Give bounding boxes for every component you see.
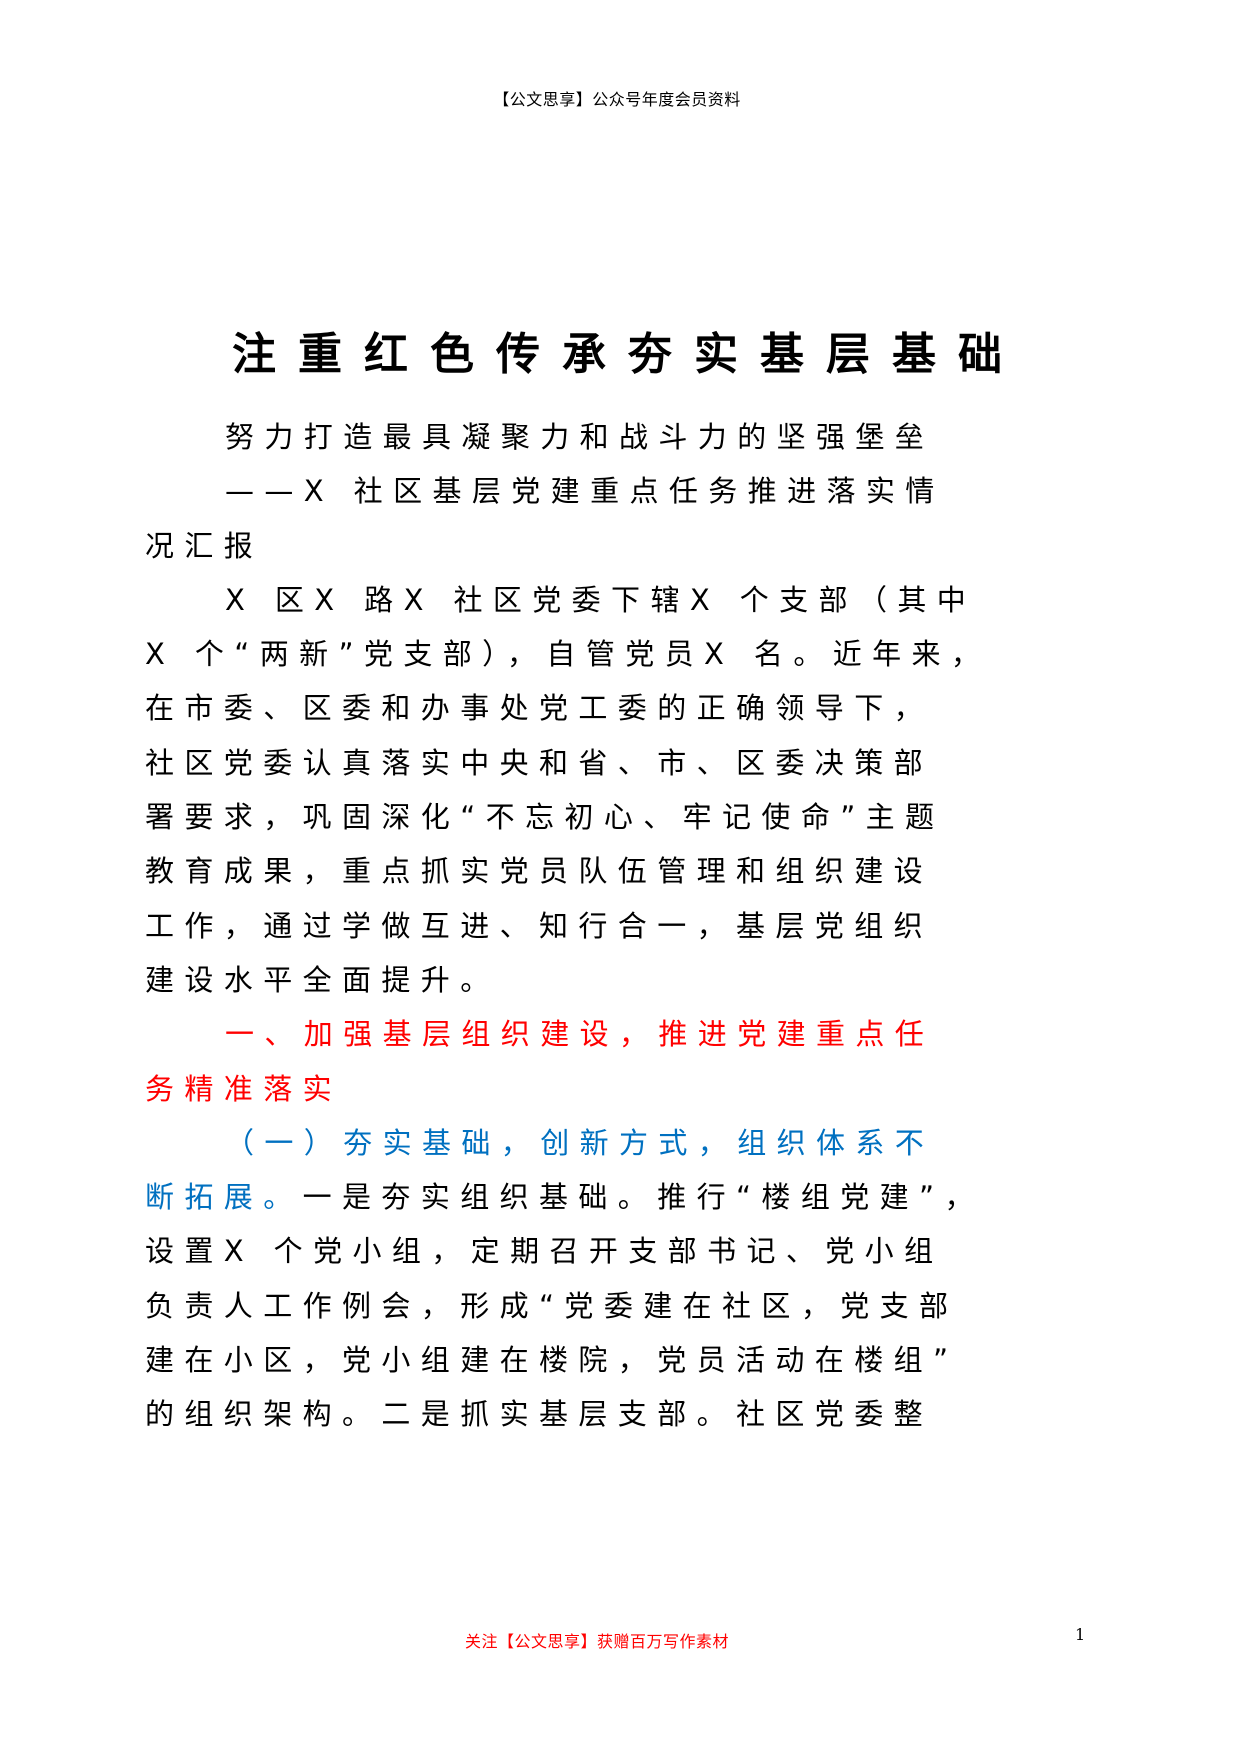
page-header: 【公文思享】公众号年度会员资料	[493, 90, 741, 109]
intro-paragraph-line: 建设水平全面提升。	[145, 962, 500, 997]
subsection-body-line: 设置X 个党小组，定期召开支部书记、党小组	[145, 1234, 944, 1269]
intro-paragraph-line: 工作，通过学做互进、知行合一，基层党组织	[145, 908, 934, 943]
section-heading-line: 一、加强基层组织建设，推进党建重点任	[225, 1017, 935, 1052]
subtitle-line: ——X 社区基层党建重点任务推进落实情	[225, 474, 945, 509]
subsection-heading-tail: 断拓展。	[145, 1180, 303, 1215]
intro-paragraph-line: 在市委、区委和办事处党工委的正确领导下，	[145, 691, 934, 726]
subsection-mixed-line: 断拓展。一是夯实组织基础。推行“楼组党建”，	[145, 1170, 1105, 1224]
intro-paragraph-line: 教育成果，重点抓实党员队伍管理和组织建设	[145, 854, 934, 889]
subsection-body-line: 建在小区，党小组建在楼院，党员活动在楼组”	[145, 1343, 959, 1378]
subsection-body-line: 的组织架构。二是抓实基层支部。社区党委整	[145, 1397, 934, 1432]
subsection-heading-line: （一）夯实基础，创新方式，组织体系不	[225, 1125, 935, 1160]
intro-paragraph-line: 署要求，巩固深化“不忘初心、牢记使命”主题	[145, 800, 945, 835]
subtitle-line: 努力打造最具凝聚力和战斗力的坚强堡垒	[225, 420, 935, 454]
intro-paragraph-line: 社区党委认真落实中央和省、市、区委决策部	[145, 745, 934, 780]
document-title: 注重红色传承夯实基层基础	[232, 329, 1024, 380]
intro-paragraph-line: X 区X 路X 社区党委下辖X 个支部（其中	[225, 582, 977, 617]
intro-paragraph-line: X 个“两新”党支部），自管党员X 名。近年来，	[145, 637, 991, 672]
page-number: 1	[1075, 1625, 1086, 1644]
footer-promo: 关注【公文思享】获赠百万写作素材	[465, 1632, 730, 1651]
subtitle-line: 况汇报	[145, 528, 264, 563]
subsection-body-start: 一是夯实组织基础。推行“楼组党建”，	[302, 1180, 984, 1215]
subsection-body-line: 负责人工作例会，形成“党委建在社区，党支部	[145, 1288, 959, 1323]
document-body: 努力打造最具凝聚力和战斗力的坚强堡垒 ——X 社区基层党建重点任务推进落实情 况…	[145, 410, 1105, 1442]
section-heading-line: 务精准落实	[145, 1071, 343, 1106]
